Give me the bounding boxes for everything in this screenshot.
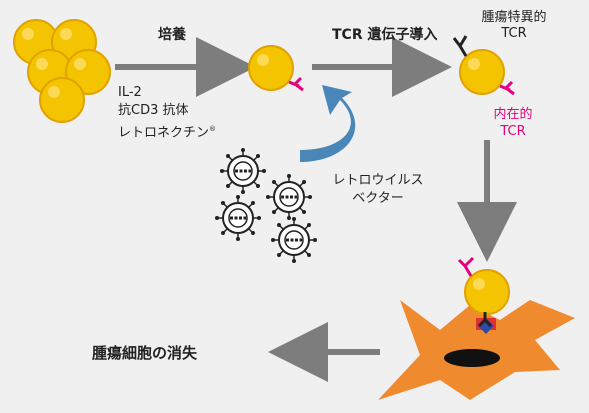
endogenous-tcr-icon bbox=[288, 76, 304, 92]
tumor-elimination-label: 腫瘍細胞の消失 bbox=[92, 344, 198, 362]
reagent-il2: IL-2 bbox=[118, 85, 142, 100]
tumor-specific-tcr-line2: TCR bbox=[501, 26, 527, 41]
tumor-specific-tcr-icon bbox=[452, 35, 468, 57]
retrovirus-particles bbox=[213, 146, 319, 265]
t-cell-cluster bbox=[13, 19, 111, 123]
reagent-retronectin-text: レトロネクチン bbox=[118, 125, 210, 141]
retrovirus-vector-line1: レトロウイルス bbox=[332, 173, 424, 188]
reagent-retronectin: レトロネクチン® bbox=[118, 120, 216, 142]
retrovirus-vector-label: レトロウイルス ベクター bbox=[318, 172, 438, 208]
endogenous-tcr-icon bbox=[499, 80, 515, 96]
retrovirus-vector-line2: ベクター bbox=[352, 191, 404, 206]
tumor-cell bbox=[378, 300, 575, 400]
engaging-t-cell bbox=[457, 256, 510, 328]
tumor-specific-tcr-line1: 腫瘍特異的 bbox=[481, 10, 547, 25]
single-t-cell bbox=[248, 45, 304, 92]
transduced-t-cell bbox=[452, 35, 515, 96]
tcr-transduction-label: TCR 遺伝子導入 bbox=[332, 27, 438, 43]
transduction-curved-arrow bbox=[300, 85, 356, 162]
endogenous-tcr-line1: 内在的 bbox=[493, 107, 533, 122]
tumor-specific-tcr-label: 腫瘍特異的 TCR bbox=[474, 10, 554, 42]
endogenous-tcr-label: 内在的 TCR bbox=[480, 106, 546, 140]
reagent-anti-cd3: 抗CD3 抗体 bbox=[118, 103, 189, 118]
reagent-list: IL-2 抗CD3 抗体 レトロネクチン® bbox=[118, 84, 216, 142]
endogenous-tcr-icon bbox=[457, 256, 475, 277]
registered-mark: ® bbox=[209, 125, 217, 133]
tumor-nucleus bbox=[444, 349, 500, 367]
culture-label: 培養 bbox=[158, 27, 186, 43]
endogenous-tcr-line2: TCR bbox=[500, 124, 526, 139]
